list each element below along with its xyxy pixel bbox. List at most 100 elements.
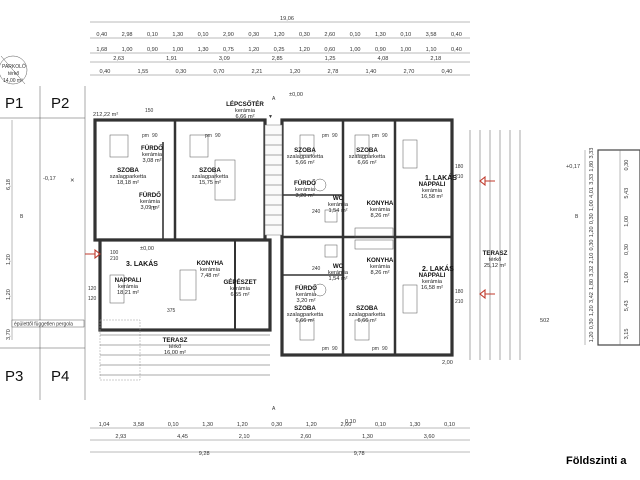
dim-right-b-0: 0,30 — [624, 160, 630, 171]
room-material-1: kerámia — [142, 152, 163, 158]
dim-right-a-13: 0,30 — [589, 318, 595, 329]
dim-top-row4-5: 1,20 — [290, 69, 301, 75]
entrance-arrows — [85, 175, 495, 300]
svg-text:210: 210 — [110, 256, 119, 262]
room-material-2: szalagparketta — [192, 174, 229, 180]
dim-bottom-row2-5: 3,60 — [424, 434, 435, 440]
dim-top-row1-8: 0,30 — [299, 32, 310, 38]
dim-bottom-row3-1: 9,78 — [354, 451, 365, 457]
dim-right-b-1: 5,43 — [624, 188, 630, 199]
room-material-9: kerámia — [370, 207, 391, 213]
ref-502: 502 — [540, 318, 549, 324]
dim-top-row3-5: 4,08 — [378, 56, 389, 62]
total-area-label: 212,22 m² — [93, 112, 118, 118]
room-area-3: 3,09 m² — [141, 205, 160, 211]
dim-top-row4-3: 0,70 — [214, 69, 225, 75]
unit-2-title: 2. LAKÁS — [422, 264, 454, 273]
svg-text:✕: ✕ — [70, 178, 75, 184]
room-name-13: WC — [333, 263, 344, 270]
dim-bottom-row1-6: 1,20 — [306, 422, 317, 428]
dim-right-a-5: 0,30 — [589, 213, 595, 224]
room-name-21: TERASZ — [483, 250, 508, 257]
dim-top-row2-6: 1,20 — [248, 47, 259, 53]
dim-top-row1-14: 0,40 — [451, 32, 462, 38]
room-material-21: térkő — [489, 257, 501, 263]
dim-top-row2-11: 0,90 — [375, 47, 386, 53]
parking-spot-p3: P3 — [5, 368, 23, 385]
room-material-4: kerámia — [235, 108, 256, 114]
room-material-8: kerámia — [328, 202, 349, 208]
parking-symbol — [0, 55, 28, 85]
svg-text:▼: ▼ — [268, 114, 273, 120]
dim-right-a-3: 4,01 — [589, 187, 595, 198]
axis-b-left: B — [20, 214, 24, 220]
pergola: épülettől független pergola — [11, 319, 270, 381]
dim-top-row2-13: 1,10 — [426, 47, 437, 53]
svg-text:100: 100 — [110, 250, 119, 256]
room-area-6: 6,66 m² — [358, 160, 377, 166]
dim-bottom-row2-0: 2,93 — [115, 434, 126, 440]
svg-text:240: 240 — [312, 266, 321, 272]
dim-bottom-row1-2: 0,10 — [168, 422, 179, 428]
room-area-9: 8,26 m² — [371, 213, 390, 219]
entrance-arrow-unit2 — [479, 288, 495, 300]
unit-3-title: 3. LAKÁS — [126, 259, 158, 268]
left-vertical-dims: 6,18 1,20 1,20 3,70 -0,17 ✕ B — [6, 120, 75, 340]
svg-text:90: 90 — [215, 133, 221, 139]
dim-right-a-1: 1,80 — [589, 161, 595, 172]
room-area-11: 16,58 m² — [421, 285, 443, 291]
dim-bottom-row3-0: 9,28 — [199, 451, 210, 457]
svg-text:90: 90 — [152, 133, 158, 139]
dim-top-row2-3: 1,00 — [172, 47, 183, 53]
room-name-14: FÜRDŐ — [295, 285, 317, 292]
room-area-18: 6,55 m² — [231, 292, 250, 298]
sofa-icon — [402, 284, 418, 314]
room-area-15: 6,66 m² — [296, 318, 315, 324]
entrance-arrow-unit3 — [85, 248, 101, 260]
room-material-20: térkő — [169, 344, 181, 350]
dim-top-row1-5: 2,90 — [223, 32, 234, 38]
dim-top-row4-1: 1,55 — [138, 69, 149, 75]
room-area-12: 8,26 m² — [371, 270, 390, 276]
axis-a-top: A — [272, 96, 276, 102]
dim-bottom-row1-7: 2,60 — [340, 422, 351, 428]
right-vertical-dims: 3,331,803,334,011,000,301,200,302,103,32… — [584, 148, 640, 346]
svg-text:120: 120 — [88, 286, 97, 292]
unit3-upper-block — [93, 118, 267, 242]
parking-surface: térkő — [8, 71, 19, 77]
wardrobe-icon — [214, 159, 236, 201]
dim-right-b-5: 5,43 — [624, 300, 630, 311]
dim-right-a-9: 3,32 — [589, 266, 595, 277]
room-area-13: 1,54 m² — [329, 276, 348, 282]
room-name-4: LÉPCSŐTÉR — [226, 100, 264, 108]
dim-right-a-14: 1,20 — [589, 331, 595, 342]
room-name-1: FÜRDŐ — [141, 145, 163, 152]
dim-right-b-6: 3,15 — [624, 328, 630, 339]
room-name-15: SZOBA — [294, 305, 316, 312]
sink-icon — [313, 178, 327, 192]
dim-top-row1-2: 0,10 — [147, 32, 158, 38]
room-name-9: KONYHA — [367, 200, 394, 207]
dim-right-b-4: 1,00 — [624, 272, 630, 283]
room-material-14: kerámia — [296, 292, 317, 298]
dim-top-row4-7: 1,40 — [366, 69, 377, 75]
room-area-0: 18,18 m² — [117, 180, 139, 186]
room-area-5: 5,66 m² — [296, 160, 315, 166]
room-material-12: kerámia — [370, 264, 391, 270]
dim-top-row2-1: 1,00 — [122, 47, 133, 53]
dim-bottom-row2-4: 1,30 — [362, 434, 373, 440]
room-name-5: SZOBA — [294, 147, 316, 154]
bed-icon — [109, 134, 129, 158]
dim-top-row1-3: 1,30 — [172, 32, 183, 38]
dim-top-row1-1: 2,98 — [122, 32, 133, 38]
bed-icon — [189, 134, 209, 158]
dim-bottom-row1-4: 1,20 — [237, 422, 248, 428]
dim-top-row2-14: 0,40 — [451, 47, 462, 53]
dim-top-row1-7: 1,20 — [274, 32, 285, 38]
svg-text:90: 90 — [332, 346, 338, 352]
dim-top-row1-11: 1,30 — [375, 32, 386, 38]
room-name-17: KONYHA — [197, 260, 224, 267]
svg-text:375: 375 — [167, 308, 176, 314]
room-name-10: NAPPALI — [419, 181, 446, 188]
